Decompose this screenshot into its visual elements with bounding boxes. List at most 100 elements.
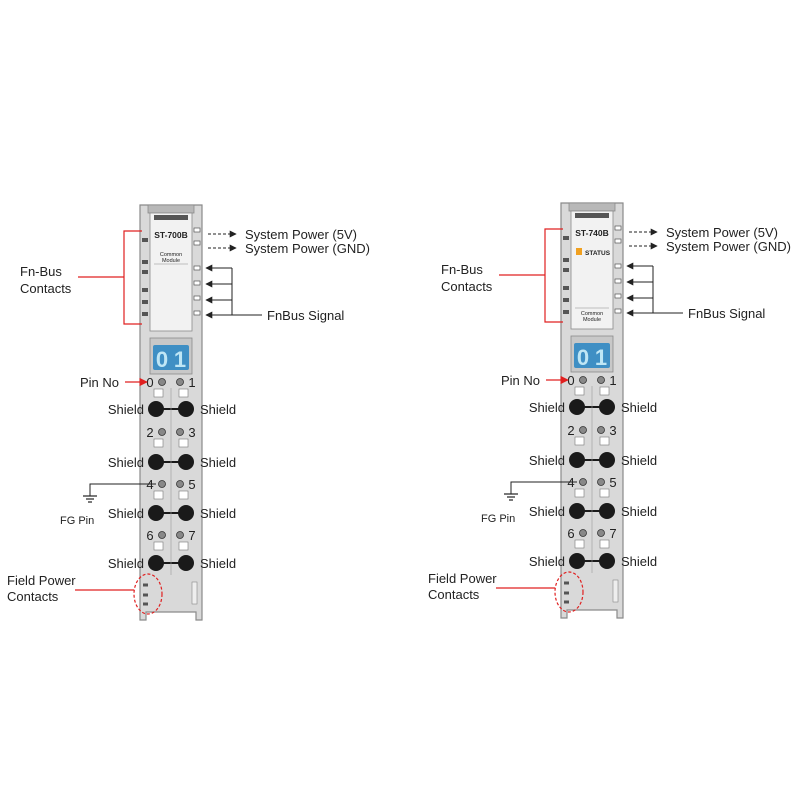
fg-pin-label: FG Pin bbox=[60, 515, 94, 527]
led-digit-0: 0 bbox=[156, 347, 168, 372]
sys-power-gnd-label: System Power (GND) bbox=[245, 241, 370, 256]
pin-number-right-6: 7 bbox=[609, 526, 616, 541]
fnbus-slot-right-0 bbox=[193, 227, 201, 233]
field-power-label-1: Field Power bbox=[428, 571, 497, 586]
status-led bbox=[576, 248, 582, 255]
field-power-pin-0 bbox=[564, 581, 569, 585]
pin-number-right-2: 3 bbox=[609, 423, 616, 438]
shield-label-left-1: Shield bbox=[529, 400, 565, 415]
fnbus-pin-left-0 bbox=[142, 238, 148, 242]
shield-label-left-3: Shield bbox=[108, 455, 144, 470]
led-digit-1: 1 bbox=[174, 347, 186, 372]
fnbus-contacts-label-2: Contacts bbox=[441, 279, 493, 294]
title-stripe bbox=[575, 213, 609, 218]
field-power-label-2: Contacts bbox=[428, 587, 480, 602]
pin-number-left-6: 6 bbox=[146, 528, 153, 543]
fnbus-pin-left-5 bbox=[563, 310, 569, 314]
field-power-label-1: Field Power bbox=[7, 573, 76, 588]
led-digit-1: 1 bbox=[595, 345, 607, 370]
pin-number-right-2: 3 bbox=[188, 425, 195, 440]
fnbus-contacts-bracket bbox=[544, 228, 563, 323]
module-label-line1: Common bbox=[581, 311, 603, 317]
shield-label-left-1: Shield bbox=[108, 402, 144, 417]
pin-hole-right-0 bbox=[176, 378, 184, 386]
release-slot-right-4 bbox=[178, 490, 189, 500]
pin-no-label: Pin No bbox=[80, 375, 119, 390]
shield-label-left-5: Shield bbox=[108, 506, 144, 521]
module-model: ST-700B bbox=[154, 230, 188, 240]
module-label-line1: Common bbox=[160, 252, 182, 258]
fnbus-slot-right-0 bbox=[614, 225, 622, 231]
pin-hole-right-6 bbox=[176, 531, 184, 539]
pin-hole-left-4 bbox=[158, 480, 166, 488]
fg-pin-wire bbox=[89, 483, 156, 496]
fnbus-pin-left-2 bbox=[563, 268, 569, 272]
pin-hole-left-2 bbox=[579, 426, 587, 434]
fg-pin-label: FG Pin bbox=[481, 513, 515, 525]
pin-number-right-4: 5 bbox=[188, 477, 195, 492]
status-label: STATUS bbox=[585, 250, 611, 257]
led-digit-0: 0 bbox=[577, 345, 589, 370]
module-top-cap bbox=[568, 202, 616, 212]
release-slot-left-6 bbox=[153, 541, 164, 551]
release-slot-left-4 bbox=[574, 488, 585, 498]
pin-no-label: Pin No bbox=[501, 373, 540, 388]
fnbus-pin-left-3 bbox=[142, 288, 148, 292]
release-slot-right-6 bbox=[599, 539, 610, 549]
fnbus-slot-right-3 bbox=[614, 278, 622, 284]
release-slot-right-2 bbox=[178, 438, 189, 448]
sys-power-gnd-label: System Power (GND) bbox=[666, 239, 791, 254]
pin-number-right-6: 7 bbox=[188, 528, 195, 543]
fnbus-slot-right-1 bbox=[193, 240, 201, 246]
release-slot-left-0 bbox=[574, 386, 585, 396]
fnbus-slot-right-5 bbox=[193, 310, 201, 316]
fnbus-pin-left-5 bbox=[142, 312, 148, 316]
fnbus-contacts-label-1: Fn-Bus bbox=[20, 264, 62, 279]
fnbus-contacts-label-2: Contacts bbox=[20, 281, 72, 296]
pin-number-left-6: 6 bbox=[567, 526, 574, 541]
fnbus-slot-right-4 bbox=[193, 295, 201, 301]
pin-hole-right-2 bbox=[176, 428, 184, 436]
pin-number-left-2: 2 bbox=[567, 423, 574, 438]
fnbus-contacts-label-1: Fn-Bus bbox=[441, 262, 483, 277]
shield-label-right-5: Shield bbox=[200, 506, 236, 521]
pin-hole-left-6 bbox=[158, 531, 166, 539]
pin-hole-right-0 bbox=[597, 376, 605, 384]
fnbus-slot-right-5 bbox=[614, 308, 622, 314]
shield-label-right-1: Shield bbox=[200, 402, 236, 417]
module-label-line2: Module bbox=[162, 258, 180, 264]
release-slot-right-0 bbox=[178, 388, 189, 398]
release-slot-left-2 bbox=[153, 438, 164, 448]
fnbus-contacts-bracket bbox=[123, 230, 142, 325]
shield-label-right-1: Shield bbox=[621, 400, 657, 415]
release-slot-right-2 bbox=[599, 436, 610, 446]
fnbus-pin-left-1 bbox=[142, 260, 148, 264]
fnbus-slot-right-1 bbox=[614, 238, 622, 244]
pin-number-left-0: 0 bbox=[146, 375, 153, 390]
label-panel bbox=[570, 210, 614, 330]
release-slot-right-6 bbox=[178, 541, 189, 551]
shield-label-left-7: Shield bbox=[108, 556, 144, 571]
shield-label-left-3: Shield bbox=[529, 453, 565, 468]
fnbus-slot-right-2 bbox=[193, 265, 201, 271]
fnbus-signal-label: FnBus Signal bbox=[688, 306, 765, 321]
pin-hole-right-4 bbox=[176, 480, 184, 488]
shield-label-right-5: Shield bbox=[621, 504, 657, 519]
bottom-latch bbox=[612, 579, 619, 603]
release-slot-right-4 bbox=[599, 488, 610, 498]
shield-label-right-7: Shield bbox=[200, 556, 236, 571]
fnbus-pin-left-0 bbox=[563, 236, 569, 240]
field-power-pin-1 bbox=[143, 593, 148, 597]
field-power-pin-2 bbox=[143, 602, 148, 606]
fnbus-pin-left-1 bbox=[563, 258, 569, 262]
field-power-circle bbox=[133, 573, 163, 615]
pin-number-left-0: 0 bbox=[567, 373, 574, 388]
field-power-circle bbox=[554, 571, 584, 613]
shield-label-right-3: Shield bbox=[621, 453, 657, 468]
module-model: ST-740B bbox=[575, 228, 609, 238]
release-slot-right-0 bbox=[599, 386, 610, 396]
